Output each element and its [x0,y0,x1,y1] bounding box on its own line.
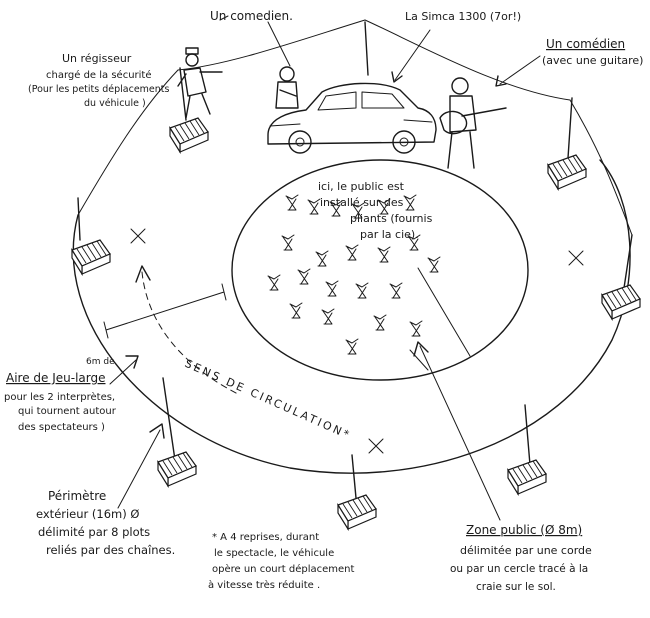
post-icon [364,21,369,76]
post-icon [547,97,587,190]
circulation-arrow [141,271,241,396]
aire-note-3: des spectateurs ) [18,422,105,433]
post-icon [507,404,547,495]
public-label-3: pliants (fournis [350,212,433,225]
circulation-label: SENS DE CIRCULATION* [183,357,353,442]
aire-note-2: qui tournent autour [18,406,117,417]
post-icon [71,197,111,275]
vehicle-note-4: à vitesse très réduite . [208,579,320,591]
simca-label: La Simca 1300 (7or!) [405,10,521,23]
comedian-top-label: Un comedien. [210,9,293,23]
regisseur-label: Un régisseur [62,52,132,65]
perimetre-size: extérieur (16m) Ø [36,507,139,521]
post-icon [157,377,197,487]
zone-public-note-1: délimitée par une corde [460,544,592,557]
comedian-guitar-label: Un comédien [546,37,625,51]
public-label-2: installé sur des [320,196,404,209]
public-zone-circle [231,159,529,381]
zone-public-note-3: craie sur le sol. [476,581,556,593]
car-icon [267,82,437,154]
post-icon [169,67,209,153]
outer-perimeter [72,159,631,474]
width-dimension-line [103,283,227,339]
zone-public-note-2: ou par un cercle tracé à la [450,563,588,575]
person-icon [177,47,223,119]
regisseur-note: (Pour les petits déplacements [28,84,170,95]
aire-label: Aire de Jeu-large [6,371,106,385]
post-icon [337,454,377,530]
aire-width-label: 6m de [86,357,115,367]
vehicle-note-1: * A 4 reprises, durant [212,532,319,543]
perimetre-chains: reliés par des chaînes. [46,543,175,557]
person-icon [275,66,299,109]
vehicle-note-2: le spectacle, le véhicule [214,547,334,559]
perimetre-plots: délimité par 8 plots [38,525,150,539]
comedian-guitar-note: (avec une guitare) [542,54,643,67]
perimetre-label: Périmètre [48,489,106,503]
zone-public-label: Zone public (Ø 8m) [466,523,582,537]
vehicle-note-3: opère un court déplacement [212,563,354,575]
public-label-1: ici, le public est [318,180,405,193]
post-icon [601,234,641,320]
regisseur-role: chargé de la sécurité [46,69,152,81]
regisseur-note-2: du véhicule ) [84,98,146,109]
aire-note-1: pour les 2 interprètes, [4,391,115,403]
public-label-4: par la cie). [360,228,419,241]
person-icon [439,77,507,169]
